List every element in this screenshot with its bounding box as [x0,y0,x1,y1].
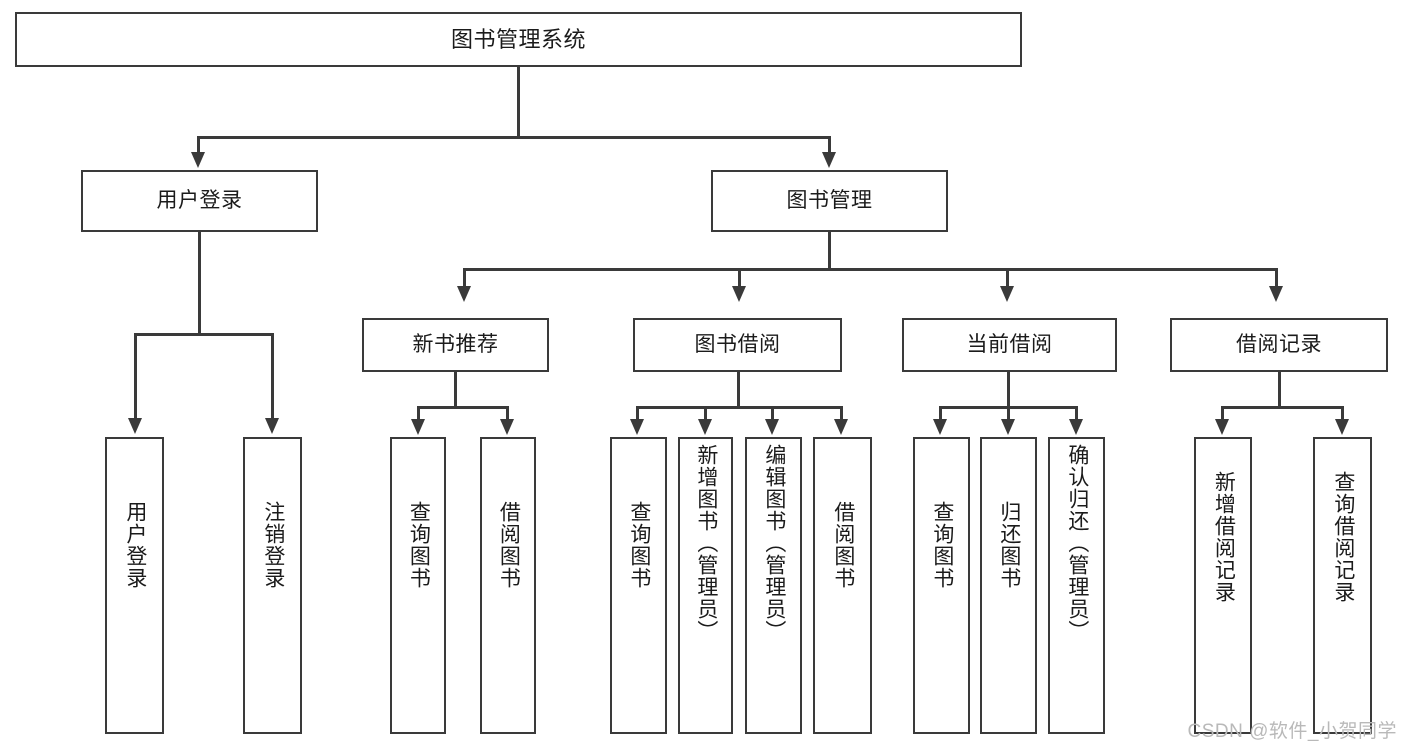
connector-root-to-book-manage [828,136,831,155]
node-book-manage[interactable]: 图书管理 [711,170,948,232]
node-label: 查询图书 [930,501,954,589]
connector-borrow-record-to-leaf-2 [1341,406,1344,420]
node-label: 图书管理 [786,188,873,212]
node-label: 注销登录 [261,501,285,589]
connector-user-login-to-leaf-1 [134,333,137,419]
connector-book-borrow-to-leaf-2 [704,406,707,420]
connector-new-book-to-leaf-1 [417,406,420,420]
node-label: 用户登录 [123,501,147,589]
node-label: 查询图书 [627,501,651,589]
connector-book-manage-to-borrow-record [1275,268,1278,288]
node-label: 新增图书（管理员） [694,444,718,642]
arrowhead-borrow-record-to-leaf-1 [1215,419,1229,435]
leaf-add-borrow-record[interactable]: 新增借阅记录 [1194,437,1252,734]
arrowhead-current-borrow-to-leaf-2 [1001,419,1015,435]
node-label: 编辑图书（管理员） [762,444,786,642]
node-label: 查询图书 [407,501,431,589]
arrowhead-root-to-user-login [191,152,205,168]
connector-user-login-bus [134,333,273,336]
arrowhead-book-borrow-to-leaf-3 [765,419,779,435]
arrowhead-book-manage-to-book-borrow [732,286,746,302]
arrowhead-user-login-to-leaf-1 [128,418,142,434]
arrowhead-book-manage-to-new-book [457,286,471,302]
node-label: 图书管理系统 [450,26,586,52]
connector-user-login-stem [198,232,201,335]
arrowhead-new-book-to-leaf-1 [411,419,425,435]
arrowhead-current-borrow-to-leaf-3 [1069,419,1083,435]
leaf-add-book[interactable]: 新增图书（管理员） [678,437,733,734]
node-new-book-recommend[interactable]: 新书推荐 [362,318,549,372]
connector-new-book-stem [454,372,457,408]
arrowhead-book-borrow-to-leaf-1 [630,419,644,435]
leaf-query-book-recommend[interactable]: 查询图书 [390,437,446,734]
node-label: 归还图书 [997,501,1021,589]
arrowhead-user-login-to-leaf-2 [265,418,279,434]
arrowhead-new-book-to-leaf-2 [500,419,514,435]
node-label: 借阅图书 [497,501,521,589]
node-label: 新书推荐 [412,332,499,356]
connector-current-borrow-stem [1007,372,1010,408]
connector-current-borrow-to-leaf-2 [1007,406,1010,420]
arrowhead-book-manage-to-borrow-record [1269,286,1283,302]
connector-book-manage-to-new-book [463,268,466,288]
arrowhead-book-borrow-to-leaf-2 [698,419,712,435]
arrowhead-borrow-record-to-leaf-2 [1335,419,1349,435]
connector-book-borrow-bus [636,406,843,409]
csdn-watermark: CSDN @软件_小贺同学 [1187,721,1397,742]
node-borrow-record[interactable]: 借阅记录 [1170,318,1388,372]
connector-book-manage-bus [463,268,1278,271]
leaf-user-login[interactable]: 用户登录 [105,437,164,734]
leaf-logout-login[interactable]: 注销登录 [243,437,302,734]
node-label: 当前借阅 [966,332,1053,356]
connector-borrow-record-to-leaf-1 [1221,406,1224,420]
node-current-borrow[interactable]: 当前借阅 [902,318,1117,372]
leaf-return-book[interactable]: 归还图书 [980,437,1037,734]
leaf-edit-book[interactable]: 编辑图书（管理员） [745,437,802,734]
arrowhead-book-borrow-to-leaf-4 [834,419,848,435]
arrowhead-current-borrow-to-leaf-1 [933,419,947,435]
connector-book-borrow-to-leaf-1 [636,406,639,420]
node-label: 借阅记录 [1236,332,1322,356]
connector-book-borrow-to-leaf-3 [771,406,774,420]
connector-book-manage-stem [828,232,831,270]
arrowhead-root-to-book-manage [822,152,836,168]
connector-current-borrow-to-leaf-1 [939,406,942,420]
connector-new-book-to-leaf-2 [506,406,509,420]
connector-current-borrow-to-leaf-3 [1075,406,1078,420]
connector-book-manage-to-book-borrow [738,268,741,288]
arrowhead-book-manage-to-current-borrow [1000,286,1014,302]
leaf-confirm-return[interactable]: 确认归还（管理员） [1048,437,1105,734]
connector-book-borrow-to-leaf-4 [840,406,843,420]
connector-new-book-bus [417,406,509,409]
node-label: 借阅图书 [831,501,855,589]
node-root-book-management-system[interactable]: 图书管理系统 [15,12,1022,67]
connector-borrow-record-stem [1278,372,1281,408]
connector-borrow-record-bus [1221,406,1344,409]
node-book-borrow[interactable]: 图书借阅 [633,318,842,372]
connector-book-manage-to-current-borrow [1006,268,1009,288]
connector-book-borrow-stem [737,372,740,408]
leaf-query-borrow-record[interactable]: 查询借阅记录 [1313,437,1372,734]
node-label: 新增借阅记录 [1212,471,1236,603]
node-label: 用户登录 [156,188,243,212]
leaf-borrow-book-borrow[interactable]: 借阅图书 [813,437,872,734]
node-label: 查询借阅记录 [1331,471,1355,603]
leaf-query-book-borrow[interactable]: 查询图书 [610,437,667,734]
node-label: 图书借阅 [694,332,781,356]
leaf-borrow-book-recommend[interactable]: 借阅图书 [480,437,536,734]
connector-root-to-user-login [197,136,200,155]
connector-user-login-to-leaf-2 [271,333,274,419]
leaf-query-book-current[interactable]: 查询图书 [913,437,970,734]
connector-root-stem [517,67,520,136]
node-user-login[interactable]: 用户登录 [81,170,318,232]
node-label: 确认归还（管理员） [1065,444,1089,642]
connector-root-bus [197,136,831,139]
